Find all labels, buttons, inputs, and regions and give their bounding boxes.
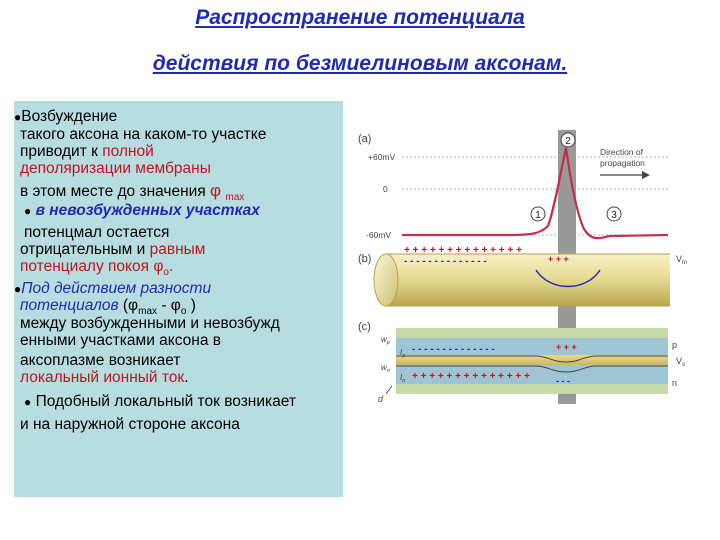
para2-head-line: ● в невозбужденных участках bbox=[24, 202, 260, 220]
inner-minus-charges-b: - - - - - - - - - - - - - - bbox=[404, 256, 487, 267]
panel-b-label: (b) bbox=[358, 253, 371, 265]
d-label: d bbox=[378, 394, 384, 404]
outer-fluid-band bbox=[396, 328, 668, 338]
para1-line1: ●Возбуждение bbox=[14, 108, 117, 126]
marker-1-label: 1 bbox=[535, 210, 541, 221]
para1-line3-red: полной bbox=[102, 143, 154, 160]
phi-max-subscript: max bbox=[225, 192, 245, 204]
outer-plus-charges-b: + + + + + + + + + + + + + + bbox=[404, 245, 522, 256]
outer-minus-charges-c: - - - - - - - - - - - - - - bbox=[412, 344, 495, 355]
axon-cylinder bbox=[386, 254, 670, 306]
para1-line5-text: в этом месте до значения bbox=[20, 183, 211, 200]
para2-line3-text: потенциалу покоя φ bbox=[20, 258, 164, 275]
axis-zero-label: 0 bbox=[383, 184, 388, 194]
para3-head: Под действием разности bbox=[21, 280, 212, 297]
marker-2-label: 2 bbox=[565, 136, 571, 147]
local-current-arc-b bbox=[535, 269, 601, 288]
para1-line3-text: приводит к bbox=[20, 143, 103, 160]
text-panel bbox=[14, 101, 343, 497]
para4-line2: и на наружной стороне аксона bbox=[20, 416, 240, 433]
ip-label: Ip bbox=[400, 348, 405, 359]
membrane-band bbox=[396, 355, 668, 365]
para3-line1: ●Под действием разности bbox=[14, 280, 211, 298]
membrane-top-line bbox=[396, 355, 668, 363]
bullet-icon: ● bbox=[14, 282, 22, 296]
axis-plus60-label: +60mV bbox=[368, 152, 395, 162]
panel-c-label: (c) bbox=[358, 321, 371, 333]
wp-label: wp bbox=[381, 335, 390, 346]
para3-formula-max: max bbox=[138, 306, 158, 318]
marker-3-label: 3 bbox=[611, 210, 617, 221]
inner-layer-band bbox=[396, 365, 668, 384]
para4-line1-text: Подобный локальный ток возникает bbox=[35, 393, 296, 410]
para3-line2: потенциалов (φmax - φо ) bbox=[20, 297, 196, 320]
para3-line3: между возбужденными и невозбужд bbox=[20, 315, 280, 332]
phi-o-subscript: о bbox=[163, 267, 169, 279]
para4-line1: ● Подобный локальный ток возникает bbox=[24, 393, 296, 411]
para1-line2: такого аксона на каком-то участке bbox=[20, 126, 267, 143]
action-potential-trace bbox=[402, 147, 669, 240]
para2-line2-text: отрицательным и bbox=[20, 241, 150, 258]
direction-label-line1: Direction of bbox=[600, 147, 644, 157]
para2-head: в невозбужденных участках bbox=[35, 202, 260, 219]
panel-a-label: (a) bbox=[358, 133, 371, 145]
marker-3-circle bbox=[606, 206, 622, 222]
para1-line3: приводит к полной bbox=[20, 143, 154, 160]
slide-title-line1: Распространение потенциала bbox=[195, 6, 525, 29]
vs-label: Vs bbox=[676, 356, 685, 368]
wn-label: wn bbox=[381, 363, 390, 374]
vm-label: Vm bbox=[676, 254, 687, 266]
bullet-icon: ● bbox=[24, 204, 32, 218]
para1-line4: деполяризации мембраны bbox=[20, 160, 211, 177]
direction-label-line2: propagation bbox=[600, 158, 645, 168]
slide-title-line2: действия по безмиелиновым аксонам. bbox=[152, 52, 568, 75]
para1-line5: в этом месте до значения φ max bbox=[20, 182, 244, 206]
n-label: n bbox=[672, 378, 677, 388]
marker-1-circle bbox=[530, 206, 546, 222]
marker-2-circle bbox=[560, 132, 576, 148]
inner-plus-charges-c: + + + + + + + + + + + + + + bbox=[412, 371, 530, 382]
para3-formula-c: ) bbox=[186, 297, 196, 314]
para3-line6: локальный ионный ток. bbox=[20, 369, 189, 386]
para2-line2-red: равным bbox=[149, 241, 206, 258]
para3-line4: енными участками аксона в bbox=[20, 332, 222, 349]
p-label: p bbox=[672, 340, 677, 350]
depolarized-plus-c: + + + bbox=[556, 342, 577, 352]
phi-symbol: φ bbox=[210, 181, 222, 200]
para2-line1: потенцмал остается bbox=[24, 224, 170, 241]
outer-layer-band bbox=[396, 338, 668, 355]
membrane-bottom-line bbox=[396, 365, 668, 373]
para2-line3: потенциалу покоя φо. bbox=[20, 258, 173, 281]
d-pointer bbox=[385, 385, 393, 395]
para3-line6-dot: . bbox=[184, 369, 189, 386]
inner-fluid-band bbox=[396, 384, 668, 394]
in-label: In bbox=[400, 373, 405, 384]
bullet-icon: ● bbox=[14, 110, 22, 124]
bullet-icon: ● bbox=[24, 395, 32, 409]
para1-head: Возбуждение bbox=[21, 108, 118, 125]
para3-formula-o: о bbox=[180, 306, 187, 318]
depolarized-plus-b: + + + bbox=[548, 254, 569, 264]
para3-formula-b: - φ bbox=[157, 297, 181, 314]
para3-line6-red: локальный ионный ток bbox=[20, 369, 185, 386]
axis-minus60-label: -60mV bbox=[366, 230, 391, 240]
direction-arrowhead bbox=[642, 171, 650, 179]
para3-formula-a: (φ bbox=[118, 297, 139, 314]
para3-line2-blue: потенциалов bbox=[20, 297, 119, 314]
para2-line3-dot: . bbox=[168, 258, 174, 275]
depolarized-minus-c: - - - bbox=[556, 376, 570, 386]
axon-cylinder-end bbox=[373, 253, 399, 307]
para2-line2: отрицательным и равным bbox=[20, 241, 205, 258]
para3-line5: аксоплазме возникает bbox=[20, 352, 181, 369]
